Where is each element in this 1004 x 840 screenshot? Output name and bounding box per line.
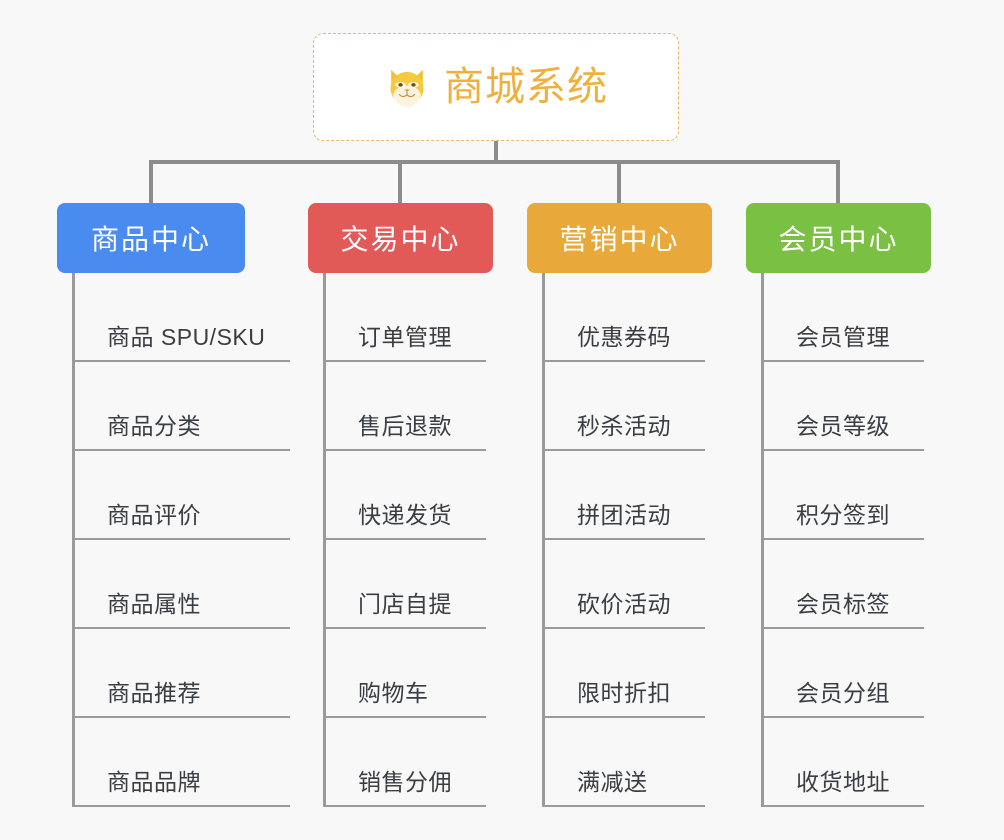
category-header-trade-center[interactable]: 交易中心 bbox=[308, 203, 493, 273]
leaf-item-label: 会员分组 bbox=[796, 680, 890, 706]
leaf-list-product-center: 商品 SPU/SKU 商品分类商品评价商品属性商品推荐商品品牌 bbox=[72, 273, 290, 807]
leaf-item-label: 商品推荐 bbox=[107, 680, 201, 706]
connector-root-stem bbox=[494, 141, 498, 162]
leaf-item-label: 秒杀活动 bbox=[577, 413, 671, 439]
leaf-item[interactable]: 商品评价 bbox=[75, 451, 290, 540]
leaf-item[interactable]: 会员标签 bbox=[764, 540, 924, 629]
root-title: 商城系统 bbox=[444, 65, 608, 109]
leaf-item-label: 商品 SPU/SKU bbox=[107, 324, 266, 350]
leaf-item-label: 拼团活动 bbox=[577, 502, 671, 528]
connector-drop-1 bbox=[149, 160, 153, 205]
category-header-product-center[interactable]: 商品中心 bbox=[57, 203, 245, 273]
leaf-item-label: 快递发货 bbox=[358, 502, 452, 528]
leaf-item-label: 门店自提 bbox=[358, 591, 452, 617]
leaf-item[interactable]: 商品属性 bbox=[75, 540, 290, 629]
connector-horizontal-bus bbox=[149, 160, 840, 164]
leaf-item[interactable]: 优惠券码 bbox=[545, 273, 705, 362]
leaf-item-label: 商品品牌 bbox=[107, 769, 201, 795]
leaf-item[interactable]: 拼团活动 bbox=[545, 451, 705, 540]
category-column-product-center: 商品中心商品 SPU/SKU 商品分类商品评价商品属性商品推荐商品品牌 bbox=[57, 203, 290, 807]
leaf-item-label: 购物车 bbox=[358, 680, 429, 706]
connector-drop-2 bbox=[398, 160, 402, 205]
leaf-item[interactable]: 会员分组 bbox=[764, 629, 924, 718]
leaf-item[interactable]: 满减送 bbox=[545, 718, 705, 807]
leaf-list-marketing-center: 优惠券码秒杀活动拼团活动砍价活动限时折扣满减送 bbox=[542, 273, 712, 807]
leaf-item[interactable]: 商品品牌 bbox=[75, 718, 290, 807]
category-column-trade-center: 交易中心订单管理售后退款快递发货门店自提购物车销售分佣 bbox=[308, 203, 493, 807]
leaf-item-label: 优惠券码 bbox=[577, 324, 671, 350]
category-column-marketing-center: 营销中心优惠券码秒杀活动拼团活动砍价活动限时折扣满减送 bbox=[527, 203, 712, 807]
category-header-label: 营销中心 bbox=[559, 224, 680, 255]
leaf-item-label: 收货地址 bbox=[796, 769, 890, 795]
leaf-item[interactable]: 砍价活动 bbox=[545, 540, 705, 629]
leaf-item-label: 会员标签 bbox=[796, 591, 890, 617]
leaf-item[interactable]: 订单管理 bbox=[326, 273, 486, 362]
category-column-member-center: 会员中心会员管理会员等级积分签到会员标签会员分组收货地址 bbox=[746, 203, 931, 807]
leaf-item[interactable]: 商品推荐 bbox=[75, 629, 290, 718]
category-header-label: 交易中心 bbox=[340, 224, 461, 255]
leaf-item-label: 满减送 bbox=[577, 769, 648, 795]
leaf-item-label: 售后退款 bbox=[358, 413, 452, 439]
category-header-marketing-center[interactable]: 营销中心 bbox=[527, 203, 712, 273]
leaf-item[interactable]: 购物车 bbox=[326, 629, 486, 718]
leaf-item[interactable]: 限时折扣 bbox=[545, 629, 705, 718]
leaf-item-label: 商品分类 bbox=[107, 413, 201, 439]
leaf-item[interactable]: 快递发货 bbox=[326, 451, 486, 540]
leaf-item-label: 会员等级 bbox=[796, 413, 890, 439]
category-header-label: 商品中心 bbox=[90, 224, 211, 255]
connector-drop-3 bbox=[617, 160, 621, 205]
leaf-item-label: 订单管理 bbox=[358, 324, 452, 350]
leaf-item[interactable]: 售后退款 bbox=[326, 362, 486, 451]
leaf-item-label: 积分签到 bbox=[796, 502, 890, 528]
leaf-item-label: 商品属性 bbox=[107, 591, 201, 617]
leaf-list-trade-center: 订单管理售后退款快递发货门店自提购物车销售分佣 bbox=[323, 273, 493, 807]
leaf-item-label: 销售分佣 bbox=[358, 769, 452, 795]
leaf-item-label: 会员管理 bbox=[796, 324, 890, 350]
leaf-item[interactable]: 门店自提 bbox=[326, 540, 486, 629]
leaf-item[interactable]: 商品 SPU/SKU bbox=[75, 273, 290, 362]
leaf-item[interactable]: 销售分佣 bbox=[326, 718, 486, 807]
leaf-item[interactable]: 积分签到 bbox=[764, 451, 924, 540]
connector-drop-4 bbox=[836, 160, 840, 205]
shiba-dog-face-icon bbox=[390, 69, 424, 108]
leaf-item[interactable]: 会员等级 bbox=[764, 362, 924, 451]
category-header-member-center[interactable]: 会员中心 bbox=[746, 203, 931, 273]
leaf-item-label: 商品评价 bbox=[107, 502, 201, 528]
leaf-list-member-center: 会员管理会员等级积分签到会员标签会员分组收货地址 bbox=[761, 273, 931, 807]
leaf-item-label: 限时折扣 bbox=[577, 680, 671, 706]
leaf-item[interactable]: 收货地址 bbox=[764, 718, 924, 807]
category-header-label: 会员中心 bbox=[778, 224, 899, 255]
leaf-item[interactable]: 商品分类 bbox=[75, 362, 290, 451]
leaf-item[interactable]: 会员管理 bbox=[764, 273, 924, 362]
leaf-item-label: 砍价活动 bbox=[577, 591, 671, 617]
root-node[interactable]: 商城系统 bbox=[313, 33, 679, 141]
leaf-item[interactable]: 秒杀活动 bbox=[545, 362, 705, 451]
